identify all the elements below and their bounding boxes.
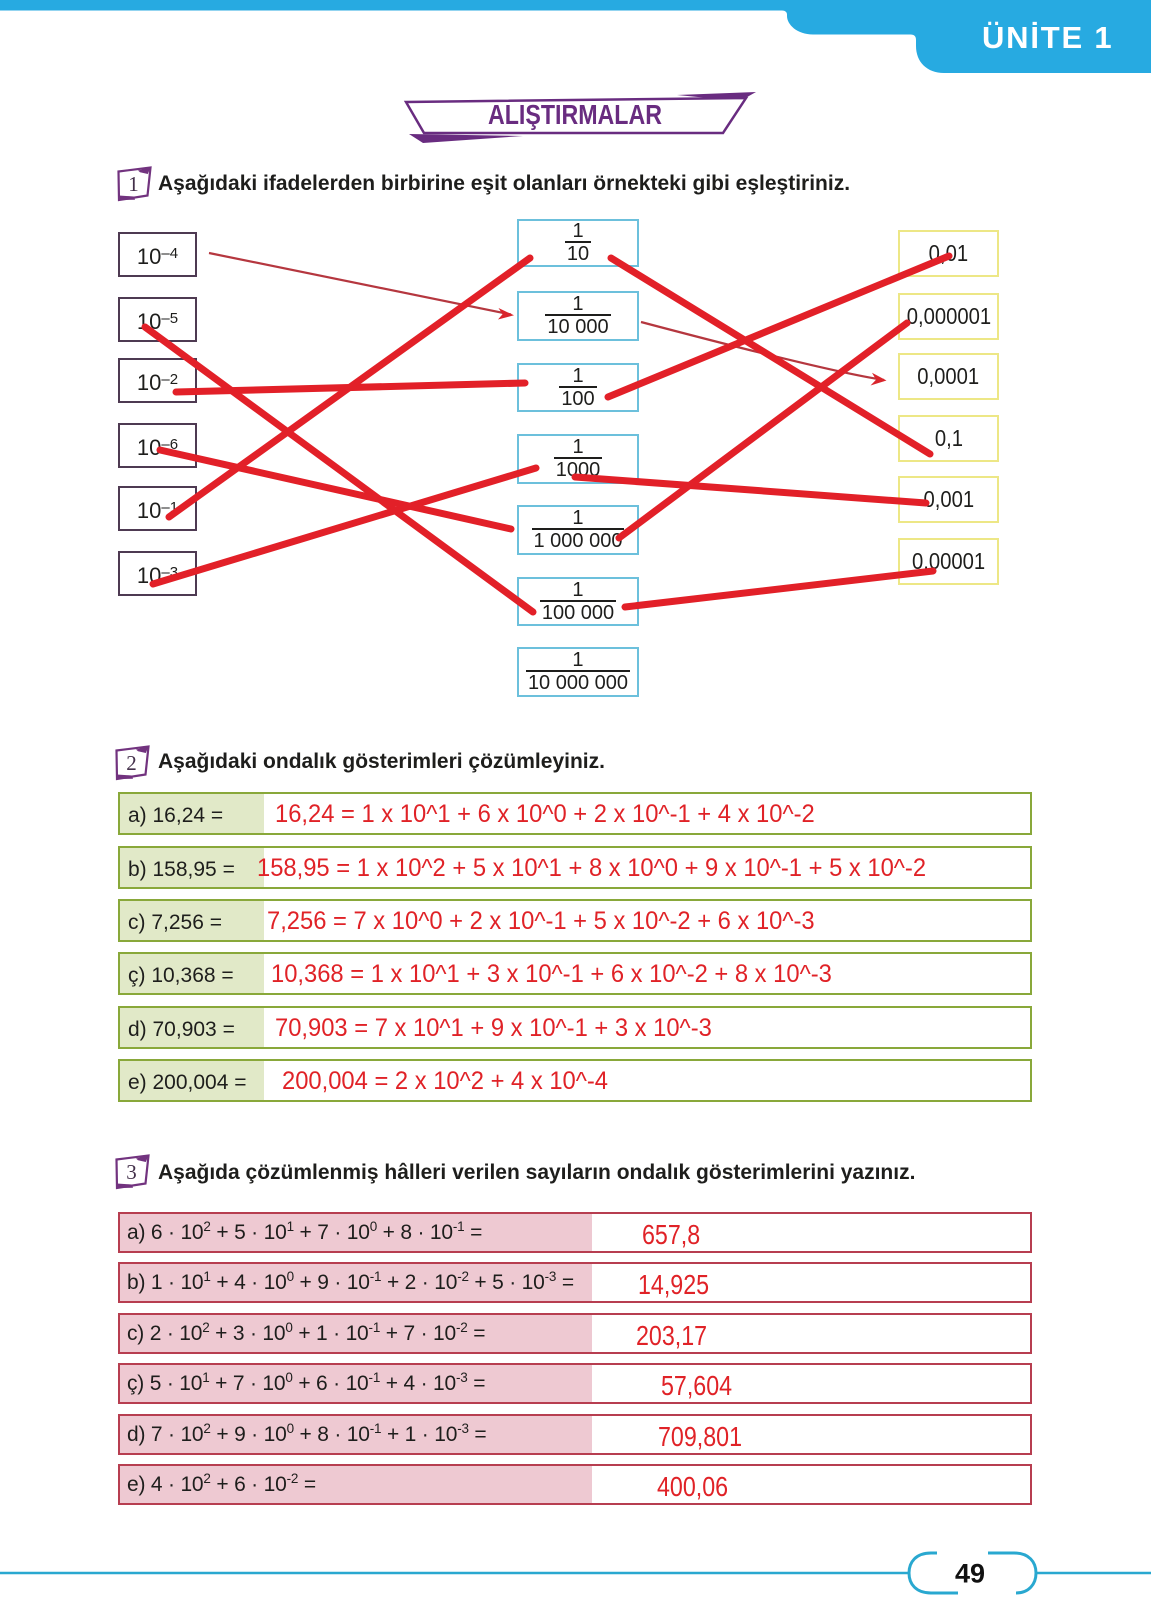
- svg-text:ALIŞTIRMALAR: ALIŞTIRMALAR: [488, 99, 662, 130]
- svg-text:2: 2: [126, 751, 137, 775]
- svg-text:1: 1: [128, 172, 139, 196]
- svg-text:49: 49: [955, 1559, 985, 1589]
- svg-text:3: 3: [126, 1160, 137, 1184]
